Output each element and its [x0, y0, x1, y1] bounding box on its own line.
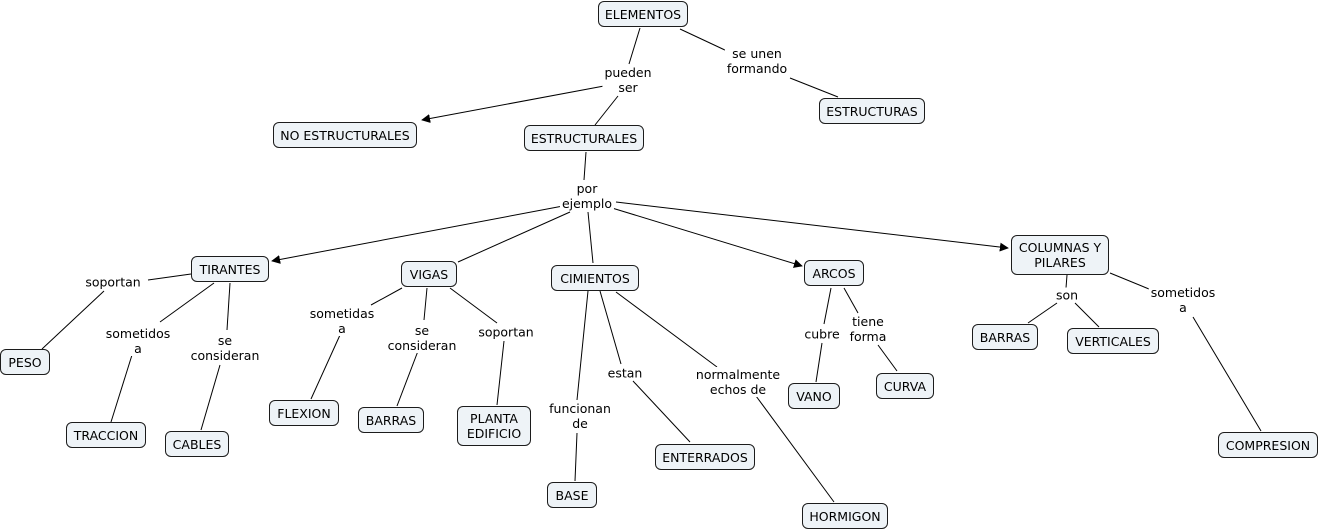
connector-line: [421, 85, 605, 123]
link-son: son: [1053, 287, 1081, 303]
connector-line: [457, 211, 571, 263]
connector-line: [496, 340, 505, 406]
link-soportan-vigas: soportan: [476, 324, 536, 340]
connector-line: [599, 290, 622, 365]
link-normalmente-echos-de: normalmente echos de: [693, 367, 783, 397]
connector-line: [423, 287, 428, 321]
link-sometidas-a-vigas: sometidas a: [307, 306, 377, 336]
connector-line: [615, 201, 1009, 252]
connector-line: [310, 334, 341, 400]
connector-line: [679, 28, 728, 52]
concept-flexion[interactable]: FLEXION: [269, 400, 339, 426]
link-pueden-ser: pueden ser: [602, 65, 654, 95]
connector-line: [1192, 316, 1262, 432]
link-se-consideran-tirantes: se consideran: [188, 333, 262, 363]
concept-compresion[interactable]: COMPRESION: [1218, 432, 1318, 458]
link-tiene-forma: tiene forma: [847, 314, 889, 344]
concept-peso[interactable]: PESO: [0, 349, 50, 375]
concept-barras-columnas[interactable]: BARRAS: [972, 324, 1038, 350]
connector-line: [583, 151, 587, 181]
connector-line: [574, 432, 578, 482]
concept-arcos[interactable]: ARCOS: [804, 260, 864, 286]
concept-vano[interactable]: VANO: [788, 383, 840, 409]
concept-verticales[interactable]: VERTICALES: [1067, 328, 1159, 354]
connector-line: [147, 273, 192, 281]
concept-hormigon[interactable]: HORMIGON: [802, 503, 888, 529]
connector-line: [815, 342, 823, 383]
connector-line: [877, 344, 898, 372]
concept-elementos[interactable]: ELEMENTOS: [598, 1, 688, 27]
concept-cables[interactable]: CABLES: [165, 431, 229, 457]
connector-line: [823, 287, 832, 325]
connector-line: [843, 287, 859, 314]
concept-enterrados[interactable]: ENTERRADOS: [655, 444, 755, 470]
connector-line: [449, 287, 498, 324]
concept-columnas-pilares[interactable]: COLUMNAS Y PILARES: [1011, 235, 1109, 275]
link-se-unen-formando: se unen formando: [724, 46, 790, 76]
connector-line: [789, 77, 839, 98]
connector-line: [1074, 302, 1100, 328]
connector-line: [615, 291, 718, 368]
link-cubre: cubre: [802, 326, 842, 342]
connector-line: [594, 95, 619, 126]
connector-line: [755, 395, 835, 503]
link-sometidos-a-columnas: sometidos a: [1148, 285, 1218, 315]
connector-line: [41, 290, 105, 350]
connector-line: [1065, 274, 1068, 289]
concept-no-estructurales[interactable]: NO ESTRUCTURALES: [273, 122, 417, 148]
link-estan: estan: [605, 365, 645, 381]
connector-line: [576, 290, 589, 401]
concept-cimientos[interactable]: CIMIENTOS: [551, 265, 639, 291]
connector-line: [159, 282, 215, 323]
concept-barras-vigas[interactable]: BARRAS: [358, 407, 424, 433]
connector-line: [271, 205, 564, 264]
concept-vigas[interactable]: VIGAS: [401, 261, 457, 287]
concept-traccion[interactable]: TRACCION: [66, 422, 146, 448]
connector-line: [226, 282, 231, 331]
connector-line: [110, 354, 133, 423]
connector-line: [1109, 272, 1150, 290]
concept-estructurales[interactable]: ESTRUCTURALES: [524, 125, 644, 151]
connector-line: [628, 27, 641, 65]
connector-line: [587, 211, 594, 264]
connector-line: [370, 287, 403, 306]
concept-estructuras[interactable]: ESTRUCTURAS: [819, 98, 925, 124]
link-funcionan-de: funcionan de: [547, 401, 613, 431]
link-se-consideran-vigas: se consideran: [385, 323, 459, 353]
link-por-ejemplo: por ejemplo: [559, 181, 615, 211]
concept-planta-edificio[interactable]: PLANTA EDIFICIO: [457, 406, 531, 446]
concept-base[interactable]: BASE: [547, 482, 597, 508]
link-soportan-tirantes: soportan: [83, 274, 143, 290]
concept-tirantes[interactable]: TIRANTES: [191, 256, 269, 282]
concept-curva[interactable]: CURVA: [876, 373, 934, 399]
connector-line: [396, 350, 419, 407]
connector-line: [611, 207, 803, 268]
connector-line: [1027, 302, 1058, 324]
connector-line: [632, 380, 691, 443]
link-sometidos-a-tirantes: sometidos a: [103, 326, 173, 356]
connector-line: [200, 364, 221, 431]
